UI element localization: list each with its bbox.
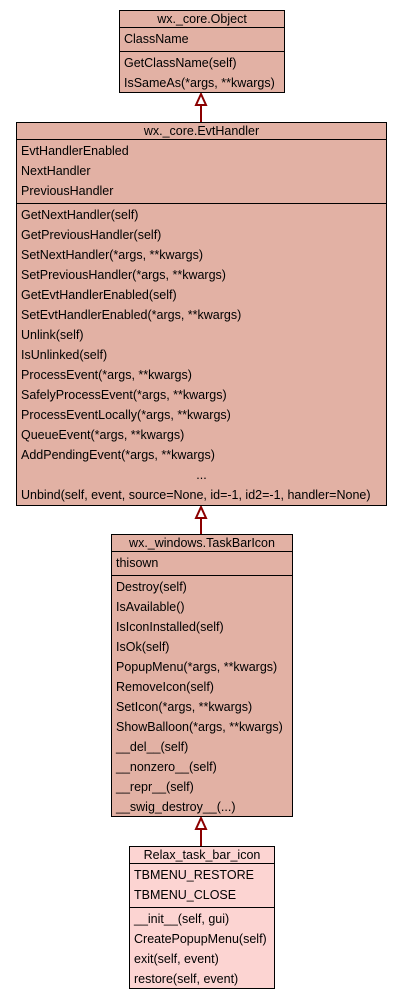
method-row: IsOk(self)	[116, 640, 170, 654]
methods-section: GetClassName(self) IsSameAs(*args, **kwar…	[120, 52, 284, 92]
attribute-row: ClassName	[124, 32, 189, 46]
method-row: SetNextHandler(*args, **kwargs)	[21, 248, 204, 262]
method-row: CreatePopupMenu(self)	[134, 932, 267, 946]
method-row: __nonzero__(self)	[116, 760, 217, 774]
method-row: IsIconInstalled(self)	[116, 620, 224, 634]
ellipsis-row: ...	[196, 468, 207, 482]
attribute-row: EvtHandlerEnabled	[21, 144, 129, 158]
attribute-row: PreviousHandler	[21, 184, 114, 198]
method-row: SafelyProcessEvent(*args, **kwargs)	[21, 388, 227, 402]
attributes-section: TBMENU_RESTORE TBMENU_CLOSE	[130, 864, 274, 908]
method-row: __init__(self, gui)	[134, 912, 230, 926]
attribute-row: NextHandler	[21, 164, 91, 178]
method-row: IsUnlinked(self)	[21, 348, 108, 362]
method-row: AddPendingEvent(*args, **kwargs)	[21, 448, 215, 462]
method-row: __del__(self)	[116, 740, 189, 754]
method-row: SetPreviousHandler(*args, **kwargs)	[21, 268, 226, 282]
method-row: Unbind(self, event, source=None, id=-1, …	[21, 488, 371, 502]
method-row: ProcessEventLocally(*args, **kwargs)	[21, 408, 231, 422]
method-row: IsAvailable()	[116, 600, 185, 614]
inheritance-arrow-relax-to-taskbaricon-head	[194, 815, 208, 830]
attributes-section: thisown	[112, 552, 292, 576]
method-row: exit(self, event)	[134, 952, 219, 966]
method-row: QueueEvent(*args, **kwargs)	[21, 428, 185, 442]
class-box-object: wx._core.Object ClassName GetClassName(s…	[119, 10, 285, 93]
class-title: Relax_task_bar_icon	[130, 847, 274, 864]
methods-section: Destroy(self) IsAvailable() IsIconInstalle…	[112, 576, 292, 816]
method-row: IsSameAs(*args, **kwargs)	[124, 76, 275, 90]
attribute-row: TBMENU_CLOSE	[134, 888, 237, 902]
method-row: SetIcon(*args, **kwargs)	[116, 700, 253, 714]
method-row: GetNextHandler(self)	[21, 208, 139, 222]
method-row: GetPreviousHandler(self)	[21, 228, 162, 242]
inheritance-arrow-evthandler-to-object-head	[194, 91, 208, 106]
method-row: __swig_destroy__(...)	[116, 800, 236, 814]
methods-section: __init__(self, gui) CreatePopupMenu(self)…	[130, 908, 274, 988]
attribute-row: thisown	[116, 556, 159, 570]
method-row: SetEvtHandlerEnabled(*args, **kwargs)	[21, 308, 242, 322]
method-row: Unlink(self)	[21, 328, 84, 342]
attributes-section: ClassName	[120, 28, 284, 52]
class-title: wx._core.EvtHandler	[17, 123, 386, 140]
method-row: restore(self, event)	[134, 972, 239, 986]
class-title: wx._windows.TaskBarIcon	[112, 535, 292, 552]
method-row: PopupMenu(*args, **kwargs)	[116, 660, 278, 674]
class-title: wx._core.Object	[120, 11, 284, 28]
methods-section: GetNextHandler(self) GetPreviousHandler(s…	[17, 204, 386, 505]
method-row: GetClassName(self)	[124, 56, 237, 70]
method-row: ShowBalloon(*args, **kwargs)	[116, 720, 283, 734]
method-row: Destroy(self)	[116, 580, 187, 594]
method-row: GetEvtHandlerEnabled(self)	[21, 288, 177, 302]
class-box-taskbaricon: wx._windows.TaskBarIcon thisown Destroy(…	[111, 534, 293, 817]
method-row: ProcessEvent(*args, **kwargs)	[21, 368, 192, 382]
attribute-row: TBMENU_RESTORE	[134, 868, 254, 882]
method-row: RemoveIcon(self)	[116, 680, 214, 694]
method-row: __repr__(self)	[116, 780, 194, 794]
inheritance-arrow-taskbaricon-to-evthandler-head	[194, 504, 208, 519]
